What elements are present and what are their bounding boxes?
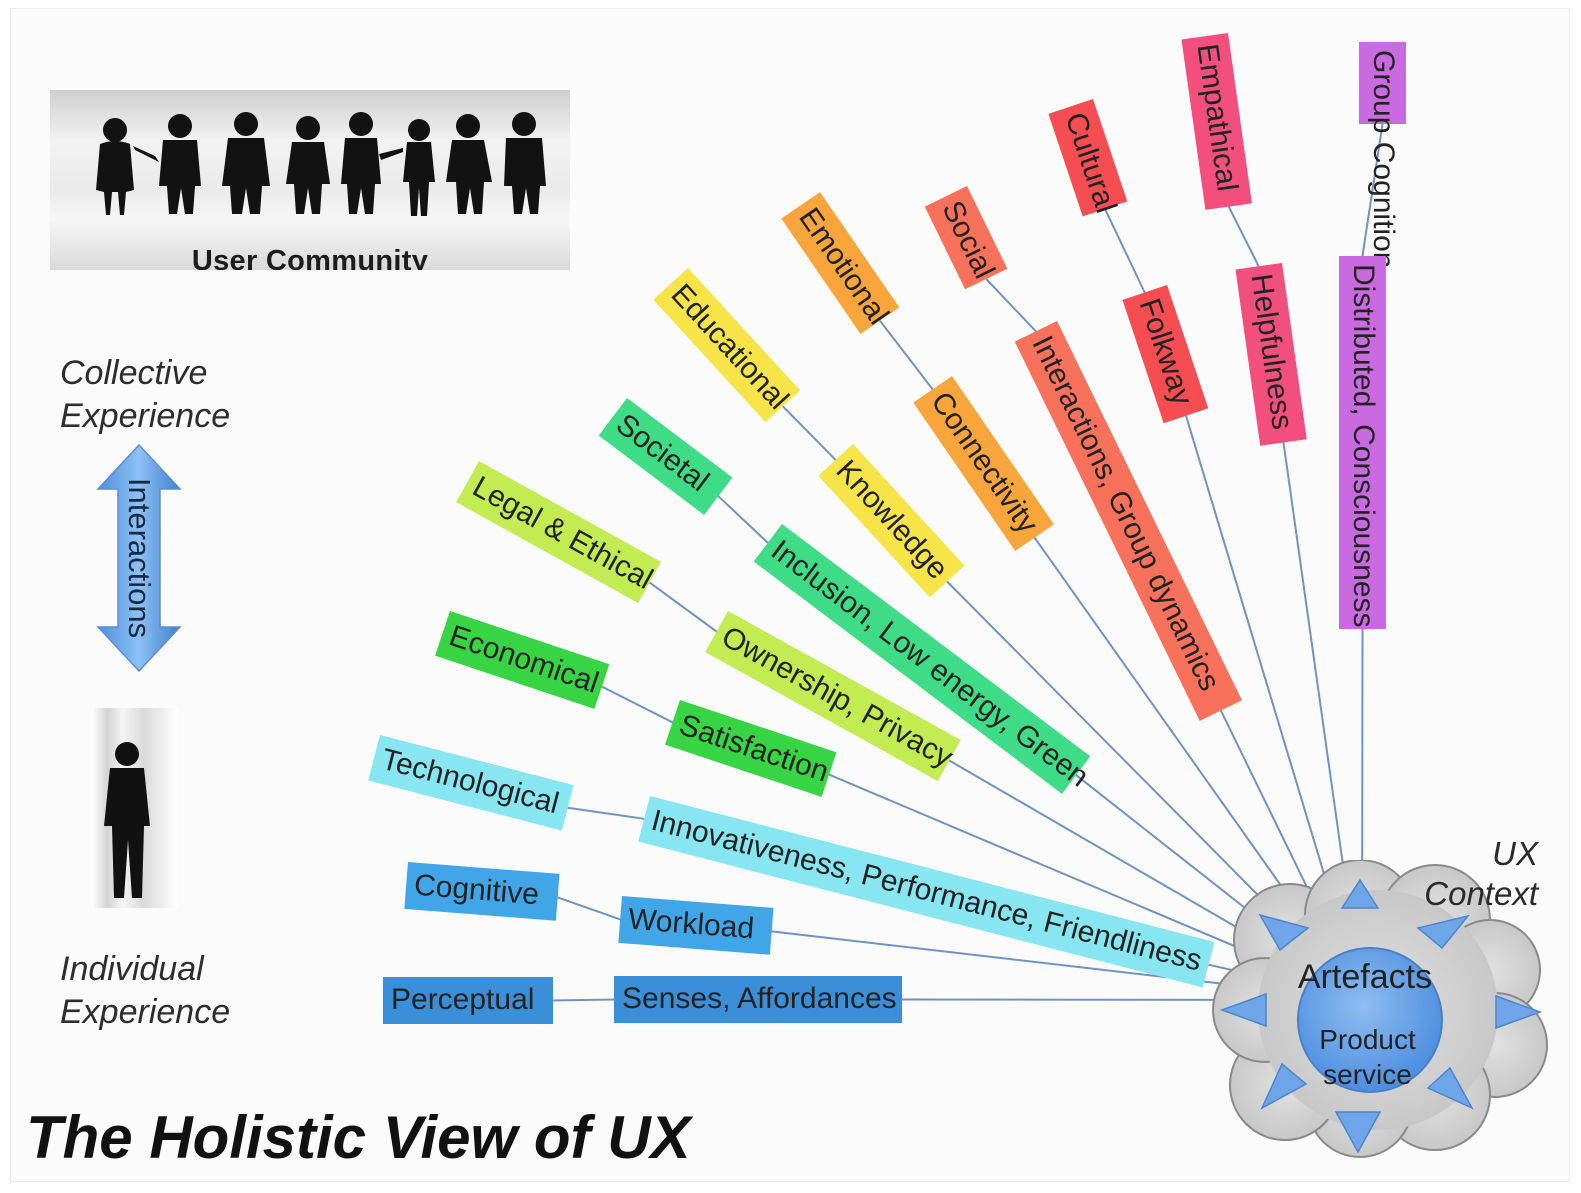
user-community-image: User Community — [50, 90, 570, 270]
individual-user-image — [92, 708, 178, 908]
crowd-silhouettes-icon — [96, 112, 546, 216]
dimension-aspects-group: Distributed, Consciousness — [1339, 256, 1386, 629]
person-silhouette-icon — [104, 742, 150, 898]
product-service-label: Product service — [1319, 1024, 1416, 1090]
ux-context-label: UX Context — [1424, 835, 1538, 912]
user-community-caption: User Community — [191, 245, 429, 270]
dimension-name-perceptual: Perceptual — [383, 977, 553, 1024]
dimension-name-group: Group Cognition — [1359, 42, 1406, 268]
interactions-double-arrow-icon — [96, 443, 182, 673]
page-title: The Holistic View of UX — [26, 1104, 691, 1171]
ux-context-cloud — [1212, 860, 1548, 1158]
dimension-aspects-perceptual: Senses, Affordances — [614, 976, 902, 1023]
collective-experience-label: Collective Experience — [60, 354, 231, 435]
interactions-label: Interactions — [122, 477, 157, 639]
artefacts-label: Artefacts — [1297, 958, 1433, 996]
individual-experience-label: Individual Experience — [60, 950, 231, 1031]
